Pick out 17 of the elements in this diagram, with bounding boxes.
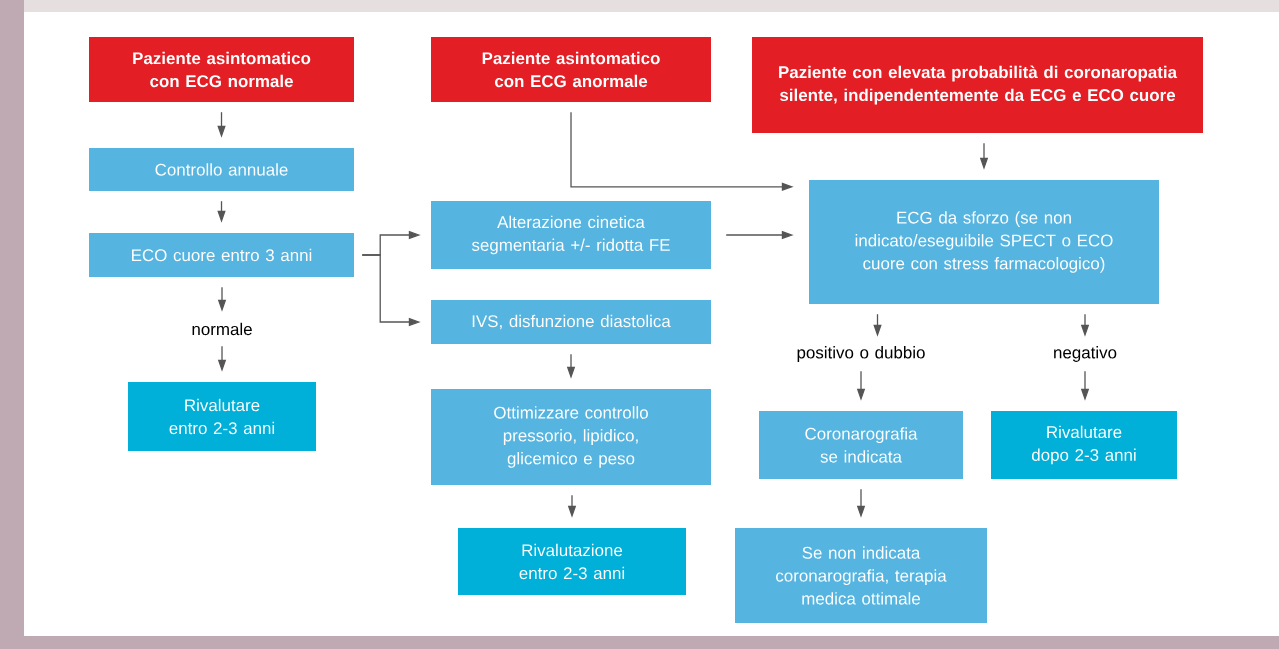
outcome-box: Rivalutare entro 2-3 anni bbox=[128, 382, 316, 451]
start-box: Paziente asintomatico con ECG normale bbox=[89, 37, 354, 102]
outcome-box: Rivalutare dopo 2-3 anni bbox=[991, 411, 1177, 479]
process-box: Controllo annuale bbox=[89, 148, 354, 191]
process-box: Se non indicata coronarografia, terapia medica ottimale bbox=[735, 528, 987, 623]
process-box: IVS, disfunzione diastolica bbox=[431, 300, 711, 344]
condition-label: normale bbox=[192, 322, 252, 336]
condition-label: negativo bbox=[1054, 346, 1117, 362]
process-box: Ottimizzare controllo pressorio, lipidico, glicemico e peso bbox=[431, 389, 711, 485]
start-box: Paziente con elevata probabilità di coronaropatia silente, indipendentemente da ECG e ECO cuore bbox=[752, 37, 1203, 133]
condition-label: positivo o dubbio bbox=[797, 346, 925, 362]
start-box: Paziente asintomatico con ECG anormale bbox=[431, 37, 711, 102]
outcome-box: Rivalutazione entro 2-3 anni bbox=[458, 528, 686, 595]
process-box: ECG da sforzo (se non indicato/eseguibile SPECT o ECO cuore con stress farmacologico) bbox=[809, 180, 1159, 304]
process-box: Coronarografia se indicata bbox=[759, 411, 963, 479]
process-box: Alterazione cinetica segmentaria +/- ridotta FE bbox=[431, 201, 711, 269]
process-box: ECO cuore entro 3 anni bbox=[89, 233, 354, 277]
